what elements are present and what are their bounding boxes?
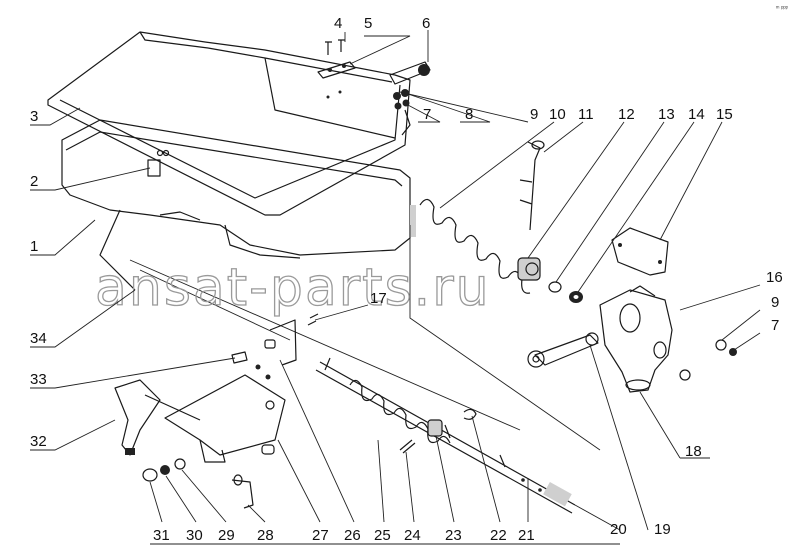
pin-and-clip <box>399 408 477 454</box>
leader-lines <box>30 30 761 531</box>
callout-28: 28 <box>257 527 274 544</box>
hopper-box <box>61 119 416 291</box>
callout-21: 21 <box>518 527 535 544</box>
callout-22: 22 <box>490 527 507 544</box>
callout-34: 34 <box>30 330 47 347</box>
callout-25: 25 <box>374 527 391 544</box>
control-lever <box>114 379 201 456</box>
hinge-plate <box>317 39 356 99</box>
callout-27: 27 <box>312 527 329 544</box>
callout-5: 5 <box>364 15 372 32</box>
callout-32: 32 <box>30 433 47 450</box>
agitator-shaft <box>315 357 576 514</box>
callout-26: 26 <box>344 527 361 544</box>
control-bracket <box>164 374 286 463</box>
lid-latch <box>147 149 170 177</box>
callout-labels: 1 2 3 4 5 6 7 8 9 10 11 12 13 14 15 16 9… <box>30 15 783 544</box>
washers <box>548 281 583 303</box>
callout-7: 7 <box>423 106 431 123</box>
callout-14: 14 <box>688 106 705 123</box>
callout-23: 23 <box>445 527 462 544</box>
crank-lever <box>527 332 599 368</box>
callout-16: 16 <box>766 269 783 286</box>
callout-24: 24 <box>404 527 421 544</box>
callout-2: 2 <box>30 173 38 190</box>
shift-rod <box>519 140 545 231</box>
callout-6: 6 <box>422 15 430 32</box>
gearbox-housing <box>599 285 673 393</box>
callout-3: 3 <box>30 108 38 125</box>
agitator-spiral <box>349 379 451 444</box>
callout-13: 13 <box>658 106 675 123</box>
callout-18: 18 <box>685 443 702 460</box>
callout-17: 17 <box>370 290 387 307</box>
coil-spring <box>419 198 531 294</box>
pivot-parts <box>231 313 319 380</box>
callout-10: 10 <box>549 106 566 123</box>
hopper-lid <box>47 31 411 216</box>
bushing <box>517 257 541 281</box>
callout-19: 19 <box>654 521 671 538</box>
callout-9-right: 9 <box>771 294 779 311</box>
watermark: ansat-parts.ru <box>95 258 491 318</box>
fastener-stack <box>142 458 254 509</box>
right-nuts <box>679 339 737 381</box>
callout-20: 20 <box>610 521 627 538</box>
corner-mark: ᵐ ᵖᵖᵖ <box>776 6 789 12</box>
mount-bracket <box>611 227 669 276</box>
callout-4: 4 <box>334 15 342 32</box>
callout-15: 15 <box>716 106 733 123</box>
callout-30: 30 <box>186 527 203 544</box>
callout-29: 29 <box>218 527 235 544</box>
callout-11: 11 <box>578 106 594 123</box>
callout-31: 31 <box>153 527 170 544</box>
frame-guide-lines <box>129 225 601 451</box>
callout-9: 9 <box>530 106 538 123</box>
callout-33: 33 <box>30 371 47 388</box>
callout-1: 1 <box>30 238 38 255</box>
callout-12: 12 <box>618 106 635 123</box>
callout-8: 8 <box>465 106 473 123</box>
callout-7-right: 7 <box>771 317 779 334</box>
